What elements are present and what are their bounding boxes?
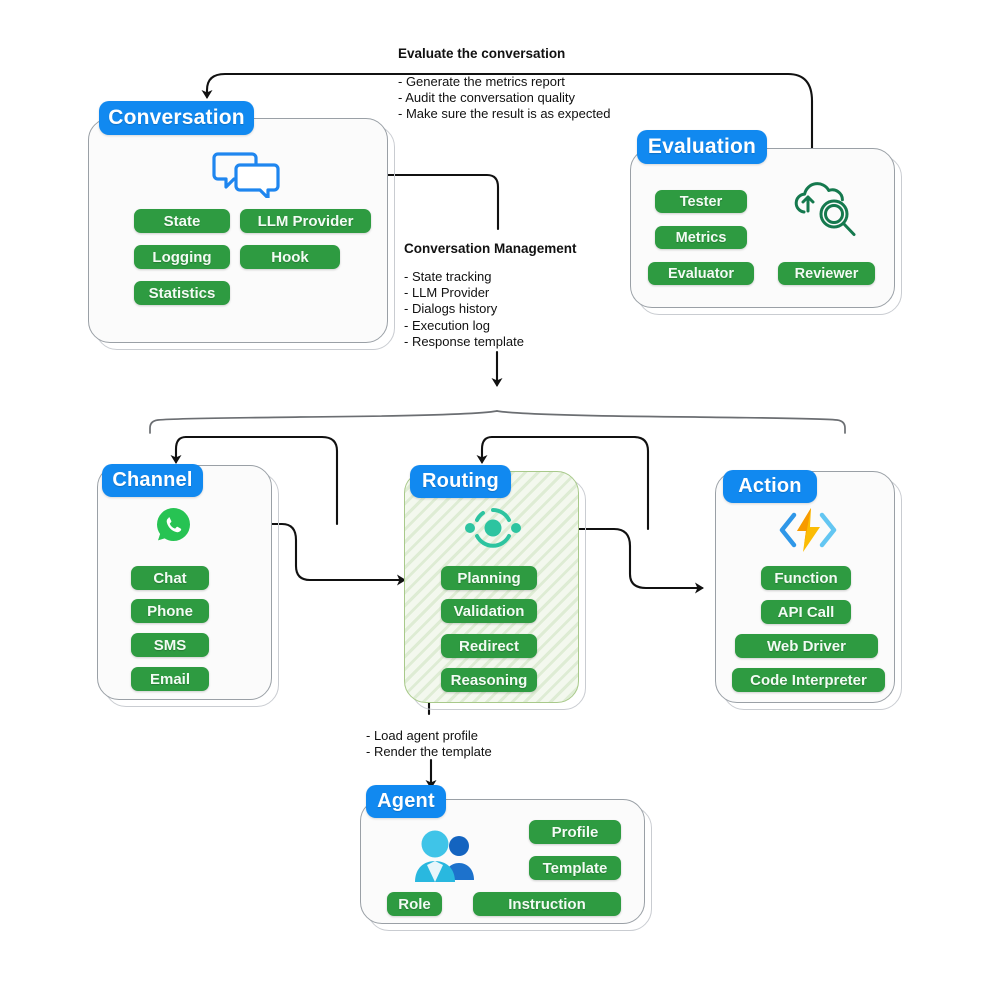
line-to-channel-right: [184, 435, 339, 499]
pill-phone[interactable]: Phone: [131, 599, 209, 623]
note-conversation-management: Conversation Management - State tracking…: [404, 241, 577, 350]
code-lightning-icon: [775, 505, 841, 555]
pill-state[interactable]: State: [134, 209, 230, 233]
note-cm-title: Conversation Management: [404, 241, 577, 256]
pill-role[interactable]: Role: [387, 892, 442, 916]
routing-tag[interactable]: Routing: [410, 465, 511, 498]
note-agent: - Load agent profile - Render the templa…: [366, 728, 492, 760]
pill-llm-provider[interactable]: LLM Provider: [240, 209, 371, 233]
arrow-into-channel: [170, 435, 188, 464]
pill-chat[interactable]: Chat: [131, 566, 209, 590]
note-evaluate: Evaluate the conversation - Generate the…: [398, 46, 610, 123]
note-cm-line-4: - Execution log: [404, 317, 490, 333]
pill-redirect[interactable]: Redirect: [441, 634, 537, 658]
pill-api-call[interactable]: API Call: [761, 600, 851, 624]
whatsapp-icon: [155, 506, 192, 543]
pill-reasoning[interactable]: Reasoning: [441, 668, 537, 692]
pill-evaluator[interactable]: Evaluator: [648, 262, 754, 285]
conversation-tag[interactable]: Conversation: [99, 101, 254, 135]
pill-planning[interactable]: Planning: [441, 566, 537, 590]
note-evaluate-line-2: - Audit the conversation quality: [398, 90, 576, 106]
note-agent-line-1: - Load agent profile: [366, 728, 479, 743]
cloud-magnifier-icon: [790, 178, 862, 240]
arrow-into-routing: [476, 435, 494, 464]
brace-right: [496, 410, 846, 434]
channel-tag[interactable]: Channel: [102, 464, 203, 497]
arrow-routing-to-action: [526, 527, 704, 594]
note-evaluate-title: Evaluate the conversation: [398, 46, 566, 61]
line-to-routing-right: [490, 435, 650, 507]
pill-email[interactable]: Email: [131, 667, 209, 691]
pill-reviewer[interactable]: Reviewer: [778, 262, 875, 285]
note-cm-line-1: - State tracking: [404, 269, 492, 284]
chat-bubbles-icon: [212, 148, 280, 200]
note-cm-line-3: - Dialogs history: [404, 301, 498, 317]
note-cm-line-2: - LLM Provider: [404, 285, 490, 301]
line-conversation-to-management-note: [270, 173, 500, 231]
pill-logging[interactable]: Logging: [134, 245, 230, 269]
pill-code-interpreter[interactable]: Code Interpreter: [732, 668, 885, 692]
pill-instruction[interactable]: Instruction: [473, 892, 621, 916]
pill-profile[interactable]: Profile: [529, 820, 621, 844]
note-agent-line-2: - Render the template: [366, 744, 492, 760]
arrow-evaluation-to-conversation: [201, 72, 814, 184]
pill-tester[interactable]: Tester: [655, 190, 747, 213]
pill-sms[interactable]: SMS: [131, 633, 209, 657]
users-icon: [412, 828, 480, 884]
note-cm-line-5: - Response template: [404, 333, 524, 349]
note-evaluate-line-3: - Make sure the result is as expected: [398, 106, 611, 122]
pill-validation[interactable]: Validation: [441, 599, 537, 623]
arrow-channel-to-routing: [188, 522, 406, 586]
routing-node-icon: [456, 503, 530, 553]
agent-tag[interactable]: Agent: [366, 785, 446, 818]
pill-hook[interactable]: Hook: [240, 245, 340, 269]
brace-left: [149, 410, 498, 434]
pill-function[interactable]: Function: [761, 566, 851, 590]
pill-web-driver[interactable]: Web Driver: [735, 634, 878, 658]
evaluation-tag[interactable]: Evaluation: [637, 130, 767, 164]
note-evaluate-line-1: - Generate the metrics report: [398, 74, 565, 89]
pill-statistics[interactable]: Statistics: [134, 281, 230, 305]
pill-metrics[interactable]: Metrics: [655, 226, 747, 249]
pill-template[interactable]: Template: [529, 856, 621, 880]
action-tag[interactable]: Action: [723, 470, 817, 503]
